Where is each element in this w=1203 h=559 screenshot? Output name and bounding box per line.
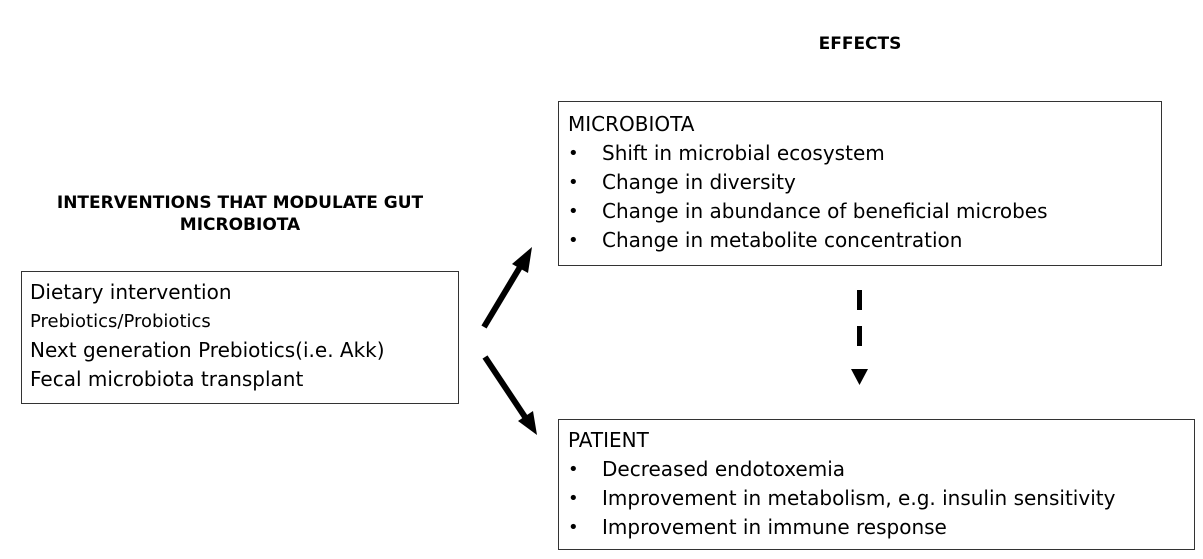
- list-item-text: Change in diversity: [602, 170, 796, 194]
- arrow-to-patient-icon: [482, 355, 537, 435]
- arrow-to-microbiota-icon: [481, 247, 532, 329]
- bullet-icon: •: [568, 143, 579, 164]
- patient-title: PATIENT: [568, 428, 649, 452]
- list-item-text: Decreased endotoxemia: [602, 457, 846, 481]
- list-item-text: Change in metabolite concentration: [602, 228, 963, 252]
- list-item-text: Shift in microbial ecosystem: [602, 141, 885, 165]
- bullet-icon: •: [568, 201, 579, 222]
- intervention-item: Prebiotics/Probiotics: [30, 311, 211, 332]
- list-item-text: Improvement in immune response: [602, 515, 947, 539]
- list-item-text: Improvement in metabolism, e.g. insulin …: [602, 486, 1116, 510]
- list-item: • Change in diversity: [568, 168, 1161, 197]
- microbiota-box: MICROBIOTA • Shift in microbial ecosystem…: [558, 101, 1162, 266]
- bullet-icon: •: [568, 230, 579, 251]
- patient-effects-list: • Decreased endotoxemia • Improvement in m…: [568, 455, 1194, 542]
- patient-box: PATIENT • Decreased endotoxemia • Improvem…: [558, 419, 1195, 550]
- microbiota-title: MICROBIOTA: [568, 112, 695, 136]
- effects-heading: EFFECTS: [818, 34, 902, 54]
- bullet-icon: •: [568, 488, 579, 509]
- interventions-box: Dietary intervention Prebiotics/Probioti…: [21, 271, 459, 404]
- intervention-item: Fecal microbiota transplant: [30, 367, 304, 391]
- intervention-item: Next generation Prebiotics(i.e. Akk): [30, 338, 385, 362]
- list-item: • Change in abundance of beneficial micro…: [568, 197, 1161, 226]
- bullet-icon: •: [568, 172, 579, 193]
- interventions-heading: INTERVENTIONS THAT MODULATE GUT MICROBIO…: [56, 193, 424, 235]
- list-item: • Improvement in metabolism, e.g. insulin…: [568, 484, 1194, 513]
- list-item: • Improvement in immune response: [568, 513, 1194, 542]
- list-item-text: Change in abundance of beneficial microb…: [602, 199, 1048, 223]
- list-item: • Shift in microbial ecosystem: [568, 139, 1161, 168]
- list-item: • Change in metabolite concentration: [568, 226, 1161, 255]
- dashed-arrow-microbiota-to-patient-icon: [851, 290, 868, 385]
- microbiota-effects-list: • Shift in microbial ecosystem • Change in…: [568, 139, 1161, 255]
- bullet-icon: •: [568, 517, 579, 538]
- list-item: • Decreased endotoxemia: [568, 455, 1194, 484]
- bullet-icon: •: [568, 459, 579, 480]
- intervention-item: Dietary intervention: [30, 280, 232, 304]
